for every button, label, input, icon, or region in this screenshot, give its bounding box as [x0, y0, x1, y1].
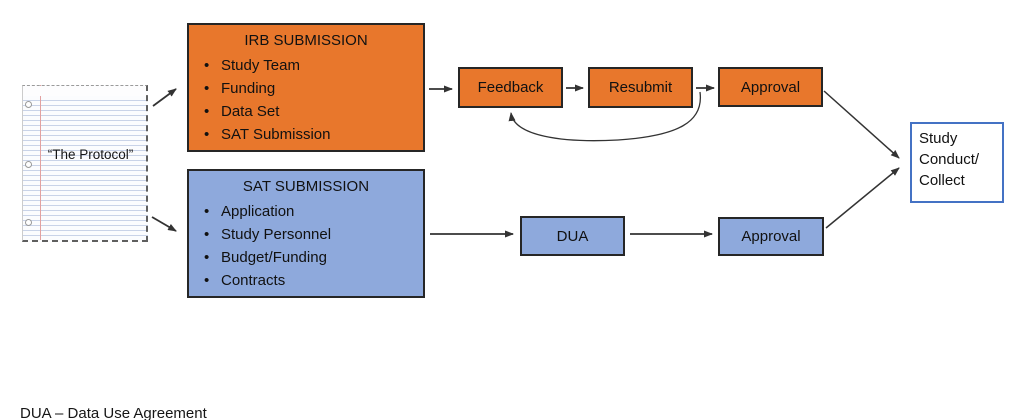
legend-dua-definition: DUA – Data Use Agreement	[20, 405, 207, 420]
protocol-label: “The Protocol”	[47, 147, 134, 162]
protocol-notepad-image: “The Protocol”	[22, 85, 148, 242]
study-conduct-collect-box: Study Conduct/ Collect	[910, 122, 1004, 203]
notepad-hole	[25, 219, 32, 226]
sat-approval-step-box: Approval	[718, 217, 824, 256]
outcome-line: Study	[919, 130, 958, 147]
sat-list-item: Study Personnel	[197, 223, 423, 246]
irb-list-item: SAT Submission	[197, 123, 423, 146]
irb-submission-title: IRB SUBMISSION	[244, 32, 368, 49]
legend: DUA – Data Use Agreement SAT – (Ascensio…	[20, 356, 272, 420]
irb-approval-step-box: Approval	[718, 67, 823, 107]
resubmit-step-label: Resubmit	[608, 79, 673, 96]
sat-submission-list: Application Study Personnel Budget/Fundi…	[197, 200, 423, 292]
outcome-line: Conduct/	[919, 151, 980, 168]
sat-list-item: Contracts	[197, 269, 423, 292]
arrow-notepad-to-sat	[151, 216, 177, 232]
notepad-hole	[25, 161, 32, 168]
feedback-step-box: Feedback	[458, 67, 563, 108]
sat-submission-box: SAT SUBMISSION Application Study Personn…	[187, 169, 425, 298]
dua-step-label: DUA	[556, 227, 589, 245]
sat-list-item: Budget/Funding	[197, 246, 423, 269]
sat-list-item: Application	[197, 200, 423, 223]
irb-list-item: Data Set	[197, 100, 423, 123]
arrow-sat-approval-to-outcome	[825, 167, 900, 229]
irb-submission-list: Study Team Funding Data Set SAT Submissi…	[197, 54, 423, 146]
feedback-step-label: Feedback	[477, 79, 544, 96]
outcome-line: Collect	[919, 172, 965, 189]
sat-submission-title: SAT SUBMISSION	[242, 178, 370, 195]
irb-list-item: Funding	[197, 77, 423, 100]
dua-step-box: DUA	[520, 216, 625, 256]
irb-list-item: Study Team	[197, 54, 423, 77]
irb-approval-step-label: Approval	[740, 78, 801, 96]
resubmit-step-box: Resubmit	[588, 67, 693, 108]
irb-submission-box: IRB SUBMISSION Study Team Funding Data S…	[187, 23, 425, 152]
notepad-hole	[25, 101, 32, 108]
arrow-irb-approval-to-outcome	[823, 90, 900, 159]
sat-approval-step-label: Approval	[741, 228, 801, 245]
arrow-notepad-to-irb	[152, 88, 177, 107]
